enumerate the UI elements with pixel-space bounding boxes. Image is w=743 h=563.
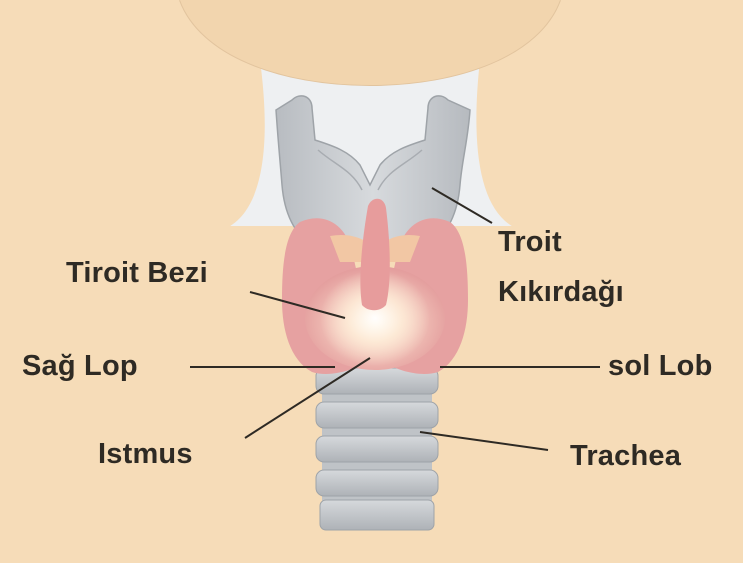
label-trachea: Trachea — [570, 442, 681, 471]
trachea-rings — [316, 360, 438, 530]
label-istmus: Istmus — [98, 440, 193, 469]
label-tiroit-bezi: Tiroit Bezi — [66, 259, 208, 288]
label-sol-lob: sol Lob — [608, 352, 713, 381]
label-sag-lop: Sağ Lop — [22, 352, 138, 381]
label-troit-line2: Kıkırdağı — [498, 278, 624, 307]
label-troit-line1: Troit — [498, 228, 562, 257]
